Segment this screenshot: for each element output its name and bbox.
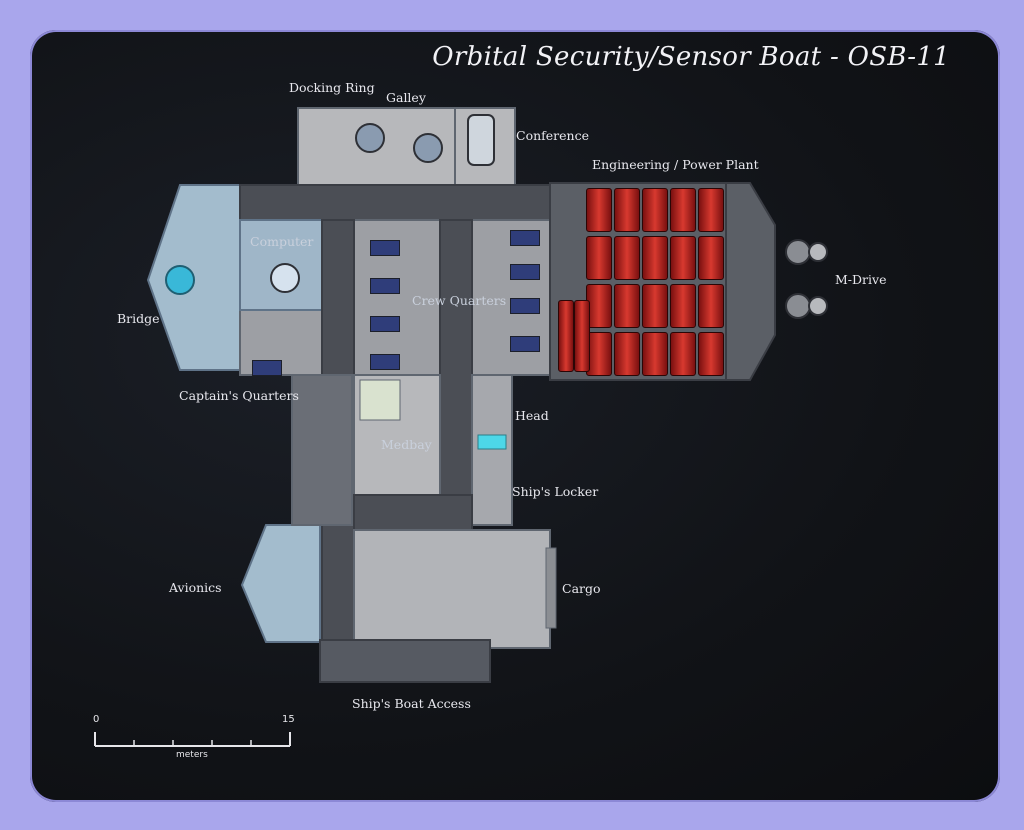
label-m-drive: M-Drive [835,272,887,287]
ship-deck-plan [146,107,828,683]
label-captains-quarters: Captain's Quarters [179,388,299,403]
scale-unit: meters [176,750,208,760]
label-ships-locker: Ship's Locker [512,484,599,499]
label-docking-ring: Docking Ring [289,80,375,95]
label-crew-quarters: Crew Quarters [412,293,507,308]
label-medbay: Medbay [381,437,432,452]
map-frame: Orbital Security/Sensor Boat - OSB-11 [30,30,1000,802]
map-title: Orbital Security/Sensor Boat - OSB-11 [432,42,950,72]
label-cargo: Cargo [562,581,601,596]
label-engineering: Engineering / Power Plant [592,157,759,172]
label-computer: Computer [250,234,314,249]
scale-start: 0 [93,714,100,725]
label-head: Head [515,408,549,423]
scale-end: 15 [282,714,295,725]
label-galley: Galley [386,90,426,105]
scale-ruler [94,732,291,747]
label-avionics: Avionics [169,580,222,595]
label-conference: Conference [516,128,589,143]
label-bridge: Bridge [117,311,160,326]
label-ships-boat-access: Ship's Boat Access [352,696,471,711]
